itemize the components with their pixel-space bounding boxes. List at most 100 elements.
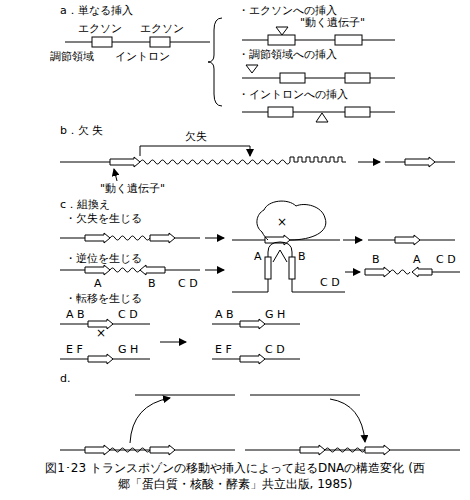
square-wave-dna: [290, 157, 346, 162]
dna-stroke: [60, 238, 85, 239]
figure-label: C D: [320, 276, 340, 289]
figure-label: C D: [265, 343, 285, 356]
wavy-dna: [110, 448, 150, 452]
dna-stroke: [242, 112, 395, 113]
figure-label: ・イントロンへの挿入: [238, 88, 348, 101]
transposon-arrow: [150, 445, 175, 455]
transposon-arrow: [365, 445, 390, 455]
figure-label: B: [298, 250, 306, 263]
dna-stroke: [250, 395, 360, 396]
dna-stroke: [232, 240, 265, 241]
figure-label: C D: [436, 253, 456, 266]
figure-label: ・調節領域への挿入: [238, 48, 337, 61]
figure-label: "動く遺伝子": [100, 182, 165, 195]
figure-label: 調節領域: [50, 50, 94, 63]
dna-stroke: [343, 240, 362, 241]
dna-stroke: [268, 35, 295, 45]
transposon-arrow: [405, 157, 435, 167]
dna-stroke: [358, 162, 380, 163]
transposon-arrow: [240, 354, 265, 364]
figure-label: c．組換え: [60, 198, 110, 211]
dna-stroke: [432, 272, 460, 273]
dna-stroke: [242, 78, 395, 79]
transposon-arrow: [300, 445, 325, 455]
figure-label: ・エクソンへの挿入: [238, 4, 337, 17]
dna-stroke: [345, 73, 370, 83]
dna-stroke: [130, 398, 170, 443]
figure-label: A: [413, 253, 421, 266]
dna-stroke: [242, 40, 395, 41]
figure-label: A B: [215, 308, 234, 321]
figure-label: イントロン: [115, 50, 170, 63]
transposon-arrow: [365, 267, 390, 277]
figure-label: A: [94, 277, 102, 290]
dna-stroke: [140, 146, 250, 156]
dna-stroke: [175, 238, 200, 239]
dna-stroke: [273, 250, 287, 262]
figure-label: A B: [66, 308, 85, 321]
dna-stroke: [345, 272, 360, 273]
figure-label: b．欠 失: [60, 124, 103, 137]
figure-caption: 図1･23 トランスポゾンの移動や挿入によって起るDNAの構造変化 (西郷「蛋白…: [40, 460, 430, 492]
figure-label: ・逆位を生じる: [65, 252, 142, 265]
dna-stroke: [276, 27, 288, 35]
figure-label: エクソン: [140, 22, 184, 35]
figure-label: A: [254, 250, 262, 263]
dna-stroke: [232, 242, 345, 292]
dna-stroke: [316, 113, 328, 122]
wavy-dna: [110, 236, 150, 240]
dna-stroke: [150, 37, 170, 47]
dna-stroke: [245, 450, 460, 451]
dna-stroke: [135, 395, 235, 396]
figure-label: G H: [118, 343, 138, 356]
dna-stroke: [289, 257, 295, 279]
transposon-arrow: [150, 233, 175, 243]
figure-label: ・転移を生じる: [65, 292, 142, 305]
dna-stroke: [246, 65, 258, 73]
wavy-dna: [110, 268, 140, 272]
dna-stroke: [114, 169, 117, 181]
dna-stroke: [257, 201, 326, 240]
figure-label: エクソン: [78, 22, 122, 35]
dna-stroke: [265, 257, 271, 279]
dna-stroke: [208, 18, 222, 106]
figure-label: B: [148, 277, 156, 290]
transposon-arrow: [85, 265, 110, 275]
transposon-arrow: [110, 157, 140, 167]
dna-stroke: [60, 162, 110, 163]
transposon-arrow: [85, 445, 110, 455]
transposon-arrow: [88, 354, 113, 364]
figure-label: ×: [96, 327, 106, 340]
wavy-dna: [390, 270, 410, 274]
figure-label: B: [372, 253, 380, 266]
dna-stroke: [205, 270, 224, 271]
figure-label: C D: [118, 308, 138, 321]
transposon-arrow: [395, 235, 420, 245]
wavy-dna: [140, 160, 290, 164]
dna-stroke: [280, 73, 305, 83]
dna-stroke: [165, 270, 200, 271]
figure-label: d.: [60, 372, 70, 385]
dna-stroke: [65, 42, 210, 43]
figure-label: G H: [265, 308, 285, 321]
transposon-arrow: [140, 265, 165, 275]
transposon-arrow: [412, 267, 432, 277]
dna-stroke: [205, 238, 224, 239]
figure-label: ×: [277, 216, 287, 229]
dna-stroke: [330, 399, 365, 442]
transposon-arrow: [265, 235, 290, 245]
dna-stroke: [335, 35, 362, 45]
dna-stroke: [92, 37, 112, 47]
figure-label: E F: [215, 343, 232, 356]
figure-label: C D: [178, 277, 198, 290]
figure-label: "動く遺伝子": [300, 16, 365, 29]
figure-label: a．単なる挿入: [60, 4, 133, 17]
transposon-arrow: [240, 319, 265, 329]
dna-stroke: [60, 270, 85, 271]
dna-stroke: [160, 342, 186, 343]
figure-label: 欠失: [185, 130, 207, 143]
transposon-arrow: [85, 233, 110, 243]
dna-stroke: [290, 240, 340, 241]
